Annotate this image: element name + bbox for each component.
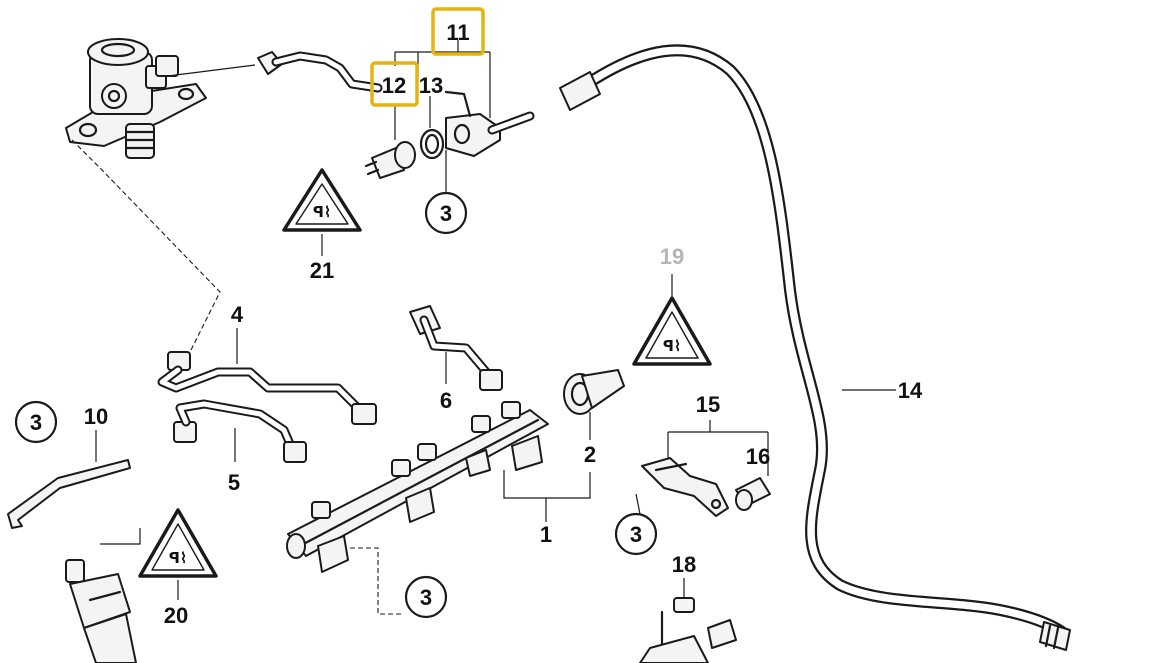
callout-16[interactable]: 16 bbox=[746, 444, 770, 469]
bracket-15 bbox=[641, 420, 769, 517]
svg-text:ꟼ⌇: ꟼ⌇ bbox=[313, 203, 331, 221]
highlight-box-part-12 bbox=[370, 61, 419, 107]
highlight-box-part-11 bbox=[431, 7, 485, 56]
callout-20[interactable]: 20 bbox=[164, 603, 188, 628]
svg-text:ꟼ⌇: ꟼ⌇ bbox=[169, 549, 187, 567]
pump-feed-pipe bbox=[257, 51, 383, 93]
callout-10[interactable]: 10 bbox=[84, 404, 108, 429]
callout-21[interactable]: 21 bbox=[310, 258, 334, 283]
callout-18[interactable]: 18 bbox=[672, 552, 696, 577]
warning-triangle-icon: ꟼ⌇ bbox=[282, 168, 362, 232]
high-pressure-pump bbox=[65, 38, 207, 159]
callout-1[interactable]: 1 bbox=[540, 522, 552, 547]
callout-12[interactable]: 12 bbox=[382, 73, 406, 98]
svg-text:3: 3 bbox=[630, 522, 642, 547]
callout-2[interactable]: 2 bbox=[584, 442, 596, 467]
pipe-4 bbox=[157, 351, 377, 425]
svg-text:3: 3 bbox=[30, 410, 42, 435]
callout-14[interactable]: 14 bbox=[898, 378, 923, 403]
callout-19[interactable]: 19 bbox=[660, 244, 684, 269]
warning-triangle-icon: ꟼ⌇ bbox=[138, 508, 218, 578]
clip-16 bbox=[735, 477, 771, 511]
reference-circle-3[interactable]: 3 bbox=[424, 191, 468, 235]
rail-plug bbox=[563, 369, 625, 415]
callout-6[interactable]: 6 bbox=[440, 388, 452, 413]
part-11-flange-connector bbox=[444, 90, 535, 157]
clip-10 bbox=[7, 430, 131, 529]
callout-13[interactable]: 13 bbox=[419, 73, 443, 98]
part-13-gasket bbox=[419, 96, 445, 160]
callout-11[interactable]: 11 bbox=[446, 20, 469, 45]
fuel-rail bbox=[286, 401, 549, 573]
svg-text:3: 3 bbox=[440, 201, 452, 226]
bolt-18 bbox=[639, 578, 737, 663]
part-12-sensor bbox=[364, 104, 416, 179]
pipe-5 bbox=[173, 399, 307, 463]
part-11-leader bbox=[394, 40, 491, 118]
callout-5[interactable]: 5 bbox=[228, 470, 240, 495]
reference-circle-3[interactable]: 3 bbox=[14, 400, 58, 444]
injector-20 bbox=[65, 528, 141, 663]
svg-text:3: 3 bbox=[420, 585, 432, 610]
callout-15[interactable]: 15 bbox=[696, 392, 720, 417]
warning-triangle-icon: ꟼ⌇ bbox=[632, 296, 712, 366]
fuel-hose bbox=[559, 44, 1071, 651]
callout-4[interactable]: 4 bbox=[231, 302, 244, 327]
reference-circle-3[interactable]: 3 bbox=[404, 575, 448, 619]
svg-text:ꟼ⌇: ꟼ⌇ bbox=[663, 337, 681, 355]
reference-circle-3[interactable]: 3 bbox=[614, 512, 658, 556]
pipe-6 bbox=[409, 305, 503, 391]
